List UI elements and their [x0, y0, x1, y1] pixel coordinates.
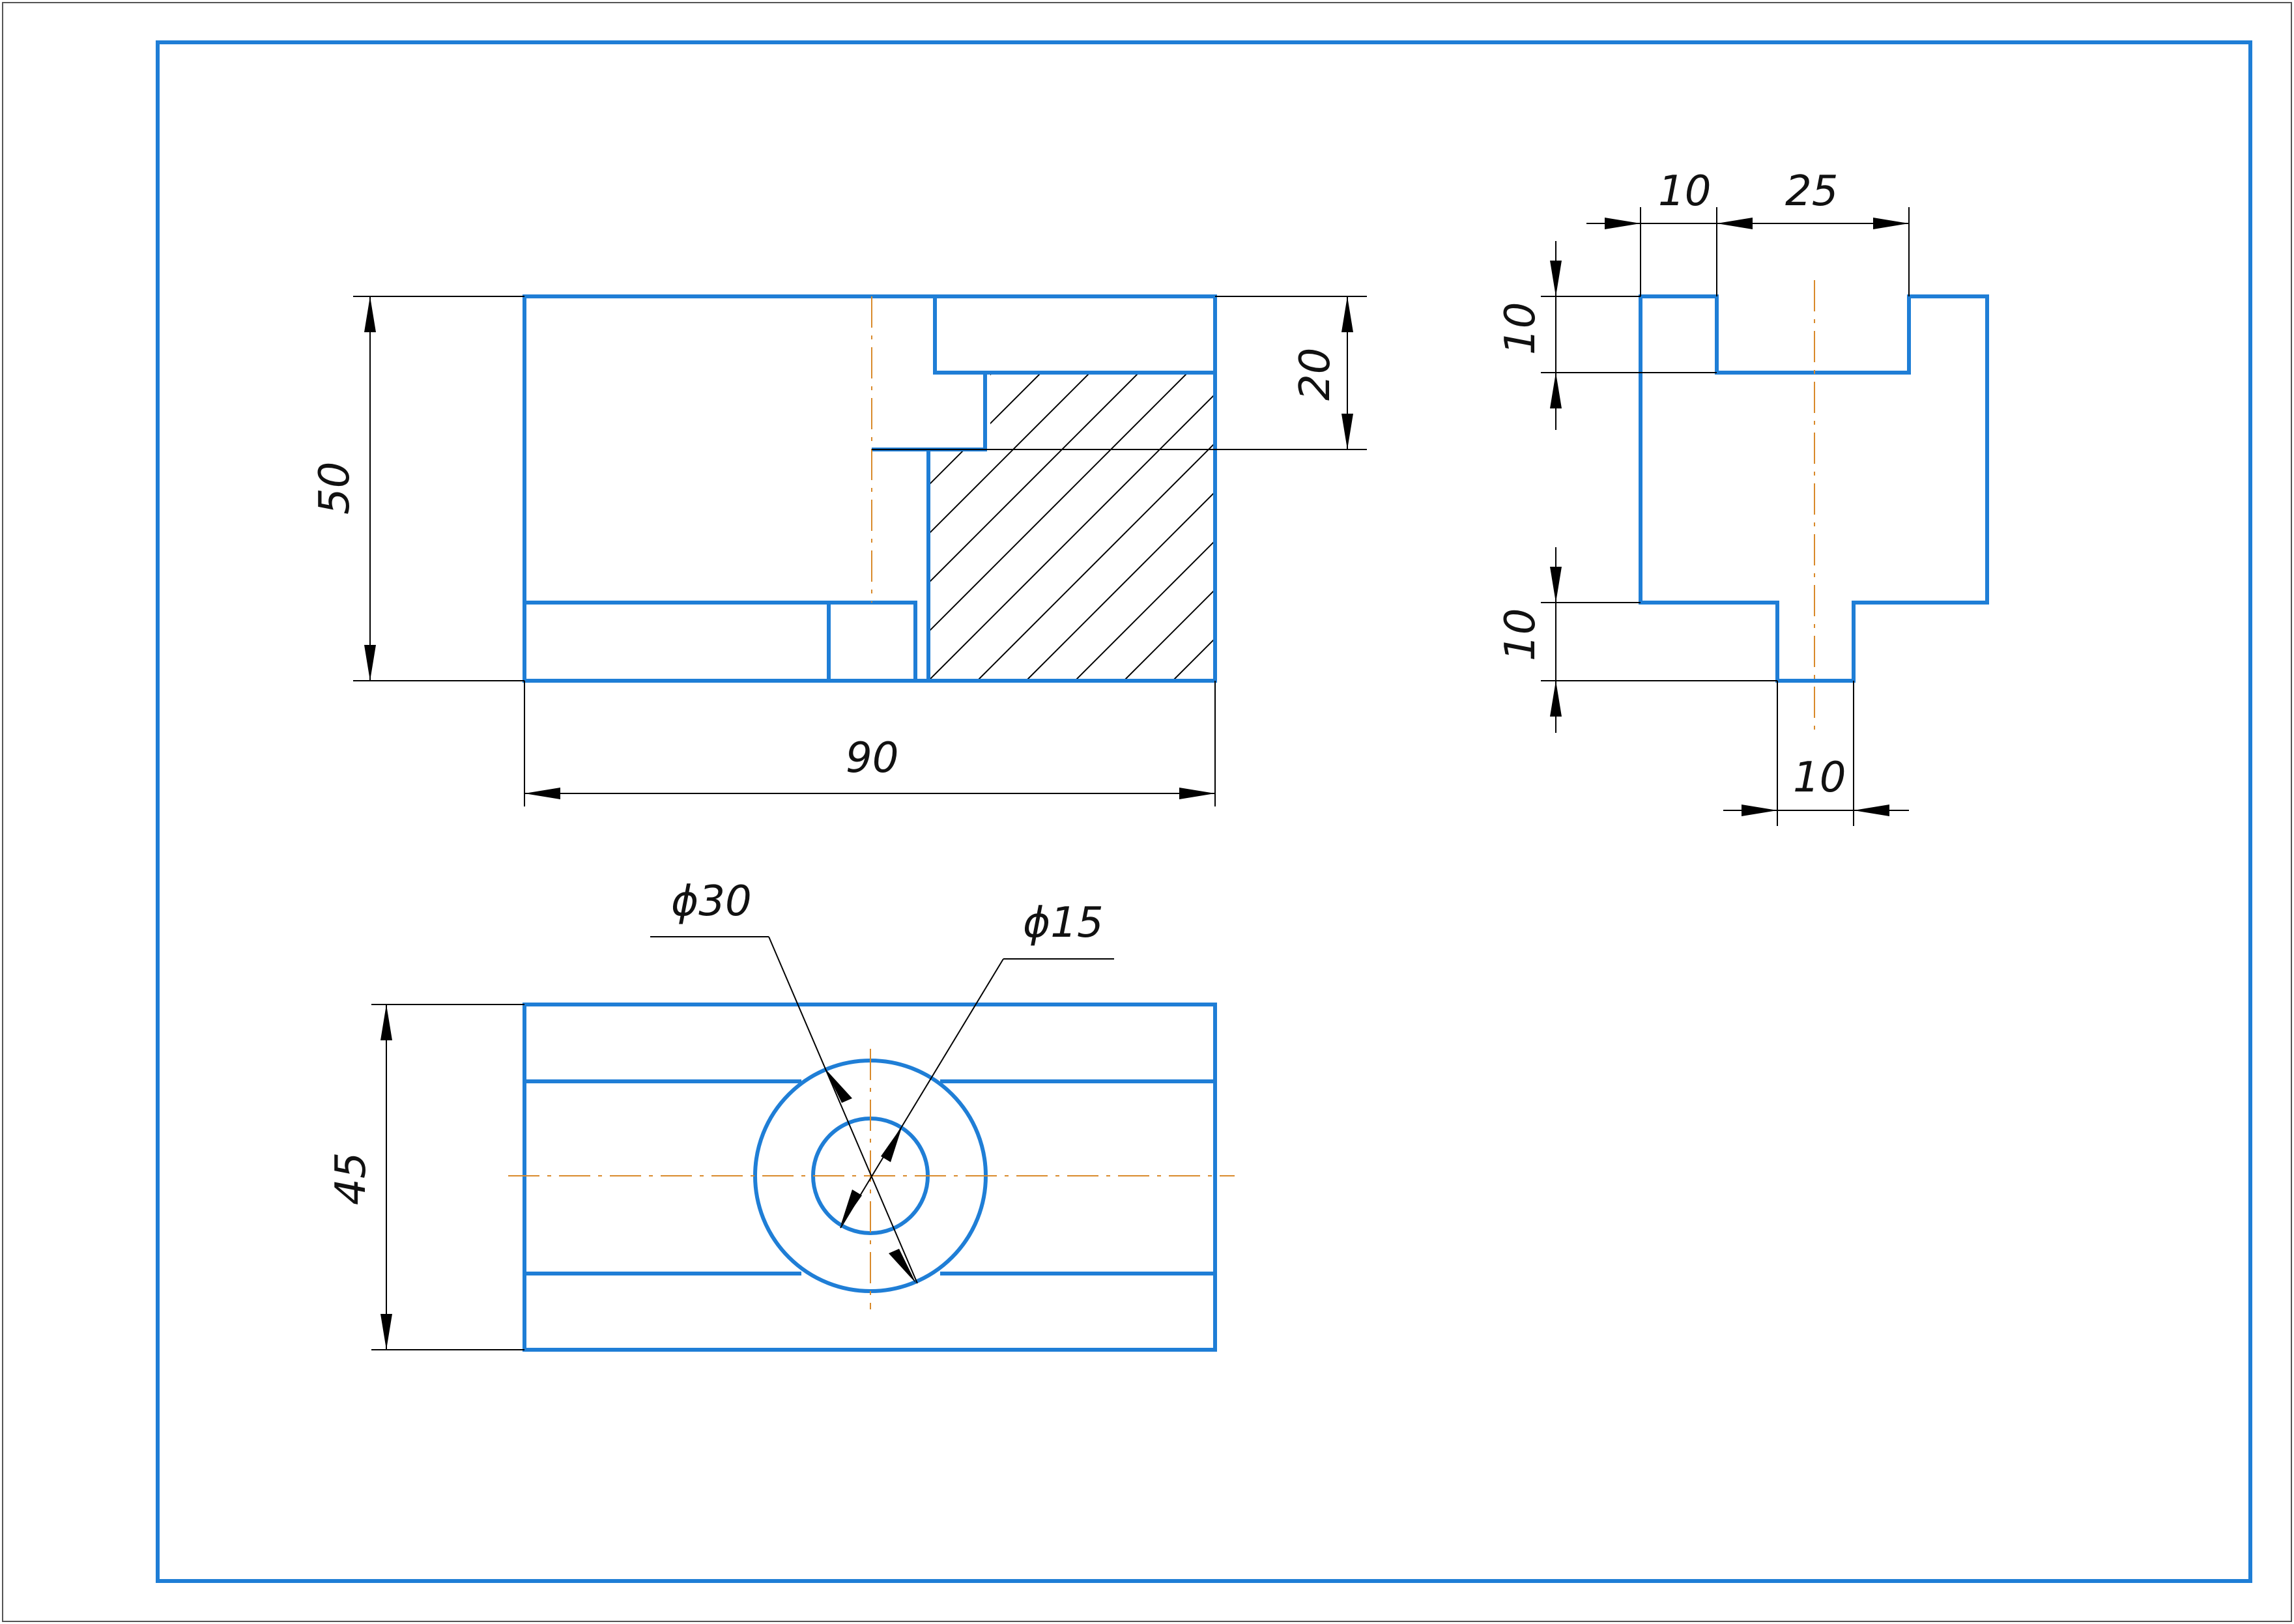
dim-depth-label: 45	[327, 1152, 375, 1205]
hatch-line	[1417, 290, 1808, 681]
arrow-icon	[825, 1068, 852, 1103]
hatch-line	[1025, 375, 1215, 681]
top-outline	[523, 1003, 1217, 1352]
arrow-icon	[1873, 218, 1909, 229]
dim-top-left-label: 10	[1658, 167, 1711, 216]
arrow-icon	[1341, 296, 1353, 332]
front-top-step	[933, 296, 1215, 375]
front-step-profile	[829, 601, 917, 681]
dim-width-label: 90	[846, 734, 898, 782]
outer-diameter-label: ϕ30	[671, 877, 752, 926]
arrow-icon	[1550, 681, 1562, 717]
leader-outer	[768, 936, 918, 1284]
front-bottom-slot	[524, 601, 831, 681]
arrow-icon	[1550, 567, 1562, 603]
top-view: 45 ϕ30 ϕ15	[327, 877, 1235, 1352]
arrow-icon	[364, 645, 376, 681]
dim-height-label: 50	[311, 462, 359, 515]
arrow-icon	[1742, 805, 1777, 816]
hatch-line	[928, 375, 1215, 681]
side-view: 10 25 10 10 10	[1497, 167, 1989, 826]
front-outline	[523, 294, 1217, 683]
hatch-line	[1123, 375, 1215, 681]
hatch-line	[928, 375, 1215, 681]
leader-inner	[840, 958, 1004, 1229]
hatch-line	[928, 375, 929, 681]
hatch-line	[928, 375, 1215, 681]
dim-bottom-slot-label: 10	[1793, 754, 1846, 802]
inner-diameter-label: ϕ15	[1023, 899, 1104, 947]
arrow-icon	[889, 1249, 916, 1283]
hatch-line	[1564, 290, 1955, 681]
dim-step-label: 20	[1291, 348, 1340, 401]
arrow-icon	[881, 1126, 902, 1162]
hatch-line	[1710, 290, 2101, 681]
arrow-icon	[1550, 373, 1562, 408]
hatch-line	[977, 375, 1215, 681]
arrow-icon	[524, 788, 560, 799]
front-middle-step	[872, 373, 987, 451]
hatch-line	[928, 375, 978, 681]
arrow-icon	[380, 1004, 392, 1040]
hatch-line	[1368, 290, 1759, 681]
dim-top-slot-label: 25	[1785, 167, 1838, 216]
arrow-icon	[1179, 788, 1215, 799]
dim-top-depth-label: 10	[1497, 302, 1545, 355]
arrow-icon	[1605, 218, 1641, 229]
arrow-icon	[840, 1190, 862, 1226]
arrow-icon	[1550, 261, 1562, 296]
hatch-line	[1222, 290, 1613, 681]
hatch-line	[1661, 290, 2052, 681]
arrow-icon	[1854, 805, 1889, 816]
hatch-line	[1074, 375, 1215, 681]
hatch-line	[1613, 290, 2003, 681]
dim-bottom-depth-label: 10	[1497, 608, 1545, 661]
arrow-icon	[1341, 414, 1353, 449]
arrow-icon	[364, 296, 376, 332]
arrow-icon	[1717, 218, 1753, 229]
arrow-icon	[380, 1314, 392, 1350]
hatch-line	[928, 375, 1173, 681]
hatch-line	[928, 375, 1076, 681]
hatch-line	[1515, 290, 1906, 681]
drawing-frame	[156, 40, 2252, 1583]
section-hatching	[928, 290, 2101, 681]
front-view: 90 50 20	[311, 290, 2101, 806]
